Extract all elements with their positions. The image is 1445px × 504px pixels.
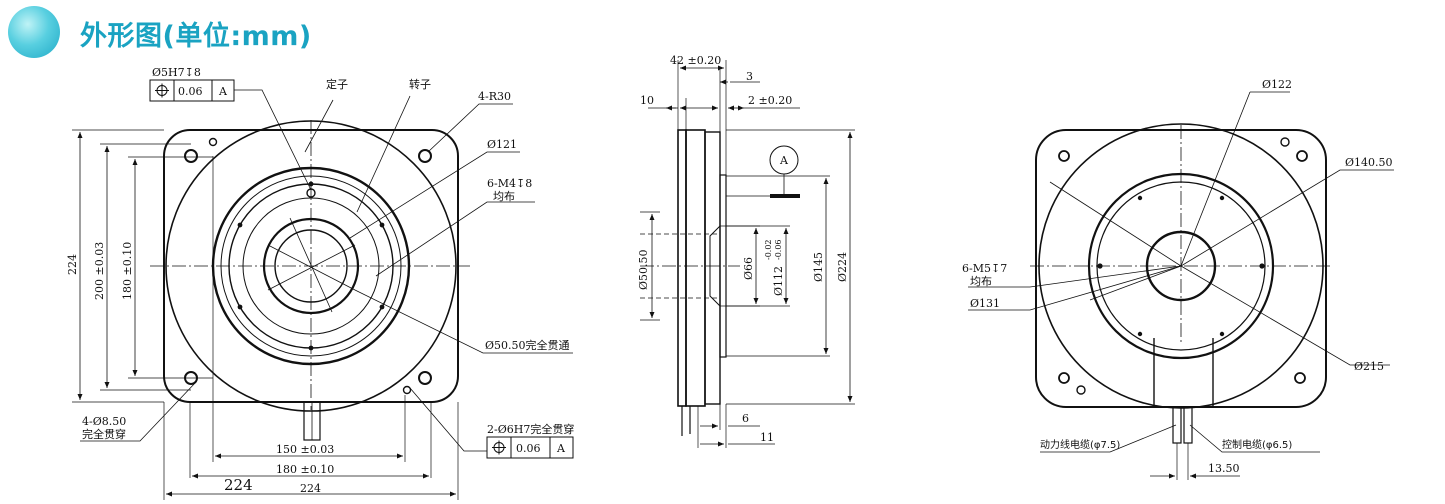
- page-title: 外形图(单位:mm): [80, 21, 312, 52]
- d11-label: 11: [760, 431, 774, 444]
- d131-label: Ø131: [970, 297, 1000, 310]
- d215-label: Ø215: [1354, 360, 1384, 373]
- bore-label: Ø50.50完全贯通: [485, 338, 570, 352]
- d50-50-label: Ø50.50: [637, 249, 650, 290]
- d2-label: 2 ±0.20: [748, 94, 792, 107]
- w224-label: 224: [300, 482, 321, 495]
- gdt2-tol-label: 0.06: [516, 442, 541, 455]
- holes-8-50-label: 4-Ø8.50: [82, 415, 126, 428]
- rotor-label: 转子: [409, 77, 431, 91]
- datum-label: A: [779, 154, 789, 167]
- h200-label: 200 ±0.03: [93, 242, 106, 300]
- tol-dn-label: -0.06: [774, 239, 783, 260]
- evenly-label: 均布: [493, 190, 515, 203]
- w224-big-label: 224: [224, 476, 253, 494]
- pins-6h7-label: 2-Ø6H7完全贯穿: [487, 422, 574, 436]
- thread-m5-label: 6-M5↧7: [962, 262, 1007, 275]
- d6-label: 6: [742, 412, 749, 425]
- corner-radius-label: 4-R30: [478, 90, 511, 103]
- d42-label: 42 ±0.20: [670, 54, 721, 67]
- bullet-dot-icon: [8, 6, 60, 58]
- power-cable-label: 动力线电缆(φ7.5): [1040, 438, 1120, 451]
- side-view: [640, 60, 855, 448]
- tol-up-label: -0.02: [764, 239, 773, 260]
- d122-label: Ø122: [1262, 78, 1292, 91]
- d10-label: 10: [640, 94, 654, 107]
- through-label: 完全贯穿: [82, 427, 126, 441]
- d121-label: Ø121: [487, 138, 517, 151]
- back-view: [968, 91, 1394, 480]
- w150-label: 150 ±0.03: [276, 443, 334, 456]
- h180-label: 180 ±0.10: [121, 242, 134, 300]
- w180-label: 180 ±0.10: [276, 463, 334, 476]
- gdt-dia-label: Ø5H7↧8: [152, 66, 201, 79]
- d140-label: Ø140.50: [1345, 156, 1393, 169]
- evenly2-label: 均布: [970, 275, 992, 288]
- d13-50-label: 13.50: [1208, 462, 1240, 475]
- gdt2-ref-label: A: [556, 442, 566, 455]
- ctrl-cable-label: 控制电缆(φ6.5): [1222, 438, 1292, 451]
- front-view: [72, 79, 574, 500]
- m5-holes: [1097, 195, 1265, 337]
- d224-label: Ø224: [836, 252, 849, 282]
- h224-label: 224: [66, 254, 79, 275]
- d145-label: Ø145: [812, 252, 825, 282]
- gdt-ref-label: A: [218, 85, 228, 98]
- d66-label: Ø66: [742, 257, 755, 280]
- d112-label: Ø112: [772, 266, 785, 296]
- thread-m4-label: 6-M4↧8: [487, 177, 532, 190]
- header: 外形图(单位:mm): [0, 0, 1445, 62]
- d3-label: 3: [746, 70, 753, 83]
- stator-label: 定子: [326, 77, 348, 91]
- gdt-tol-label: 0.06: [178, 85, 203, 98]
